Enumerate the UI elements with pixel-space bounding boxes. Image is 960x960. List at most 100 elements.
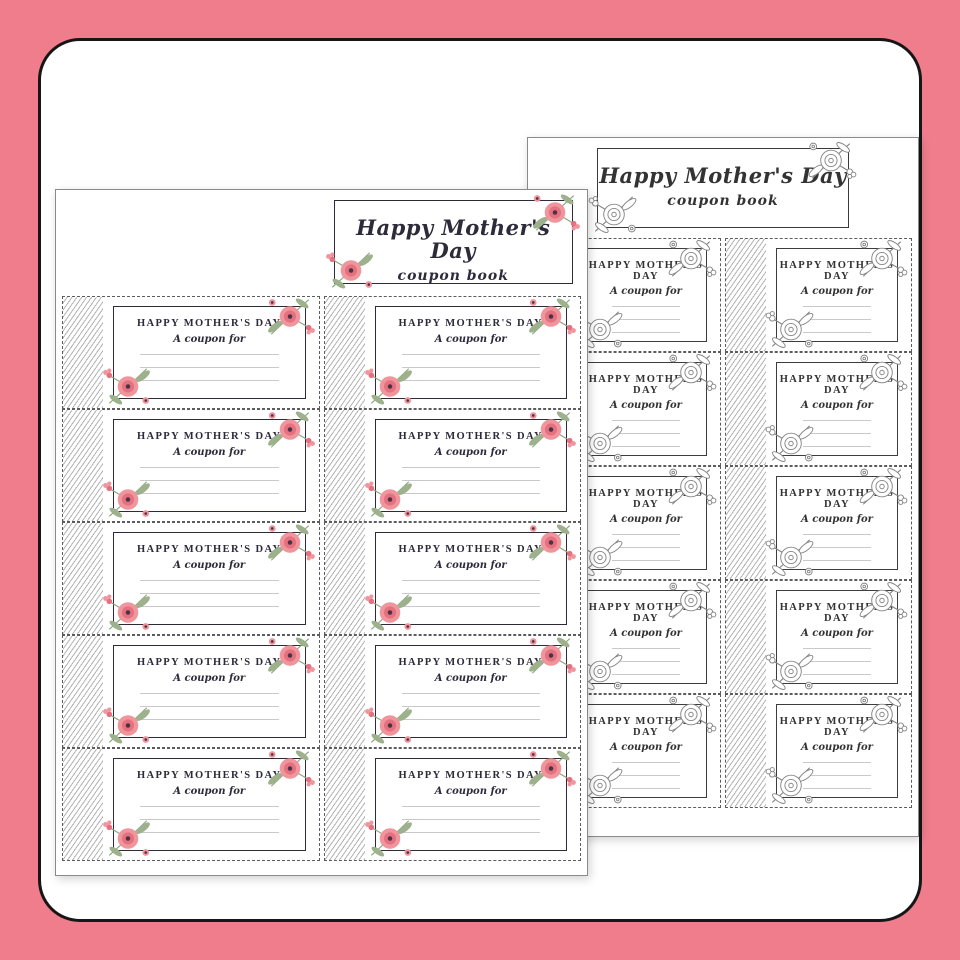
coupon: HAPPY MOTHER'S DAY A coupon for [62,635,320,748]
coupon-heading: HAPPY MOTHER'S DAY [779,260,895,282]
write-in-lines [777,762,897,789]
cut-strip [324,749,365,860]
coupon: HAPPY MOTHER'S DAY A coupon for [725,694,912,808]
cut-strip [63,636,103,747]
write-in-lines [376,466,567,494]
cut-strip [63,410,103,521]
coupon-heading: HAPPY MOTHER'S DAY [779,602,895,624]
coupon: HAPPY MOTHER'S DAY A coupon for [323,296,581,409]
coupon-box: HAPPY MOTHER'S DAY A coupon for [574,694,717,806]
write-in-lines [586,648,706,675]
write-in-lines [777,420,897,447]
cut-strip [324,297,365,408]
coupon-subheading: A coupon for [801,514,873,525]
write-in-lines [114,353,305,381]
color-coupon-grid: Happy Mother's Day coupon book HAPPY MOT… [56,190,587,861]
coupon-subheading: A coupon for [434,672,507,684]
write-in-lines [586,420,706,447]
coupon-subheading: A coupon for [610,400,682,411]
coupon-subheading: A coupon for [434,446,507,458]
cut-strip [726,581,766,693]
coupon-heading: HAPPY MOTHER'S DAY [398,544,544,555]
coupon-subheading: A coupon for [173,672,246,684]
coupon-subheading: A coupon for [434,785,507,797]
coupon-box: HAPPY MOTHER'S DAY A coupon for [765,694,908,806]
card: Happy Mother's Day coupon book HAPPY MOT… [38,38,922,922]
write-in-lines [114,466,305,494]
write-in-lines [586,306,706,333]
coupon-box: HAPPY MOTHER'S DAY A coupon for [574,580,717,692]
write-in-lines [376,579,567,607]
coupon-subheading: A coupon for [434,333,507,345]
write-in-lines [114,692,305,720]
cut-strip [63,749,103,860]
coupon-heading: HAPPY MOTHER'S DAY [588,716,704,738]
write-in-lines [114,579,305,607]
coupon-box: HAPPY MOTHER'S DAY A coupon for [765,466,908,578]
coupon-heading: HAPPY MOTHER'S DAY [136,657,282,668]
coupon: HAPPY MOTHER'S DAY A coupon for [323,748,581,861]
coupon-heading: HAPPY MOTHER'S DAY [588,488,704,510]
coupon: HAPPY MOTHER'S DAY A coupon for [725,466,912,580]
write-in-lines [777,534,897,561]
coupon-subheading: A coupon for [610,628,682,639]
coupon-heading: HAPPY MOTHER'S DAY [779,488,895,510]
coupon-heading: HAPPY MOTHER'S DAY [136,318,282,329]
coupon-subheading: A coupon for [610,286,682,297]
coupon: HAPPY MOTHER'S DAY A coupon for [323,522,581,635]
cut-strip [63,297,103,408]
cut-strip [726,467,766,579]
cut-strip [324,636,365,747]
coupon-subheading: A coupon for [801,628,873,639]
page-subtitle: coupon book [397,268,509,285]
coupon-subheading: A coupon for [801,400,873,411]
color-title-box: Happy Mother's Day coupon book [325,192,581,291]
coupon-box: HAPPY MOTHER'S DAY A coupon for [364,748,577,859]
cut-strip [726,239,766,351]
cut-strip [324,410,365,521]
coupon: HAPPY MOTHER'S DAY A coupon for [725,580,912,694]
write-in-lines [376,692,567,720]
coupon: HAPPY MOTHER'S DAY A coupon for [725,238,912,352]
coupon-box: HAPPY MOTHER'S DAY A coupon for [364,409,577,520]
coupon-heading: HAPPY MOTHER'S DAY [136,770,282,781]
coupon-subheading: A coupon for [173,446,246,458]
coupon-heading: HAPPY MOTHER'S DAY [779,716,895,738]
write-in-lines [376,353,567,381]
coupon-subheading: A coupon for [801,742,873,753]
write-in-lines [114,805,305,833]
cut-strip [726,353,766,465]
coupon-heading: HAPPY MOTHER'S DAY [398,431,544,442]
coupon-subheading: A coupon for [801,286,873,297]
coupon-heading: HAPPY MOTHER'S DAY [588,260,704,282]
coupon-heading: HAPPY MOTHER'S DAY [398,770,544,781]
coupon-subheading: A coupon for [610,742,682,753]
coupon-heading: HAPPY MOTHER'S DAY [136,544,282,555]
page-subtitle: coupon book [667,193,779,210]
write-in-lines [586,534,706,561]
coupon-box: HAPPY MOTHER'S DAY A coupon for [765,238,908,350]
coupon-box: HAPPY MOTHER'S DAY A coupon for [102,635,315,746]
page-title: Happy Mother's Day [599,163,847,188]
coupon-box: HAPPY MOTHER'S DAY A coupon for [364,522,577,633]
cut-strip [63,523,103,634]
write-in-lines [586,762,706,789]
write-in-lines [777,648,897,675]
coupon-subheading: A coupon for [434,559,507,571]
coupon-box: HAPPY MOTHER'S DAY A coupon for [765,580,908,692]
coupon-box: HAPPY MOTHER'S DAY A coupon for [364,296,577,407]
coupon-heading: HAPPY MOTHER'S DAY [398,318,544,329]
coupon-heading: HAPPY MOTHER'S DAY [588,602,704,624]
coupon: HAPPY MOTHER'S DAY A coupon for [323,409,581,522]
